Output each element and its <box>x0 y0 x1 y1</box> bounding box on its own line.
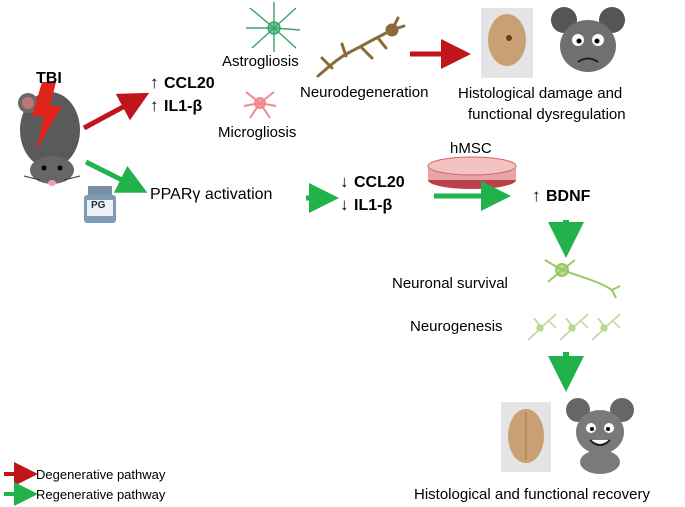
legend-regenerative-label: Regenerative pathway <box>36 487 166 502</box>
sad-mouse-icon <box>551 7 625 72</box>
neuronal-survival-label: Neuronal survival <box>392 275 508 292</box>
healthy-neuron-icon <box>544 259 621 299</box>
hmsc-label: hMSC <box>450 140 492 157</box>
neurogenesis-label: Neurogenesis <box>410 318 503 335</box>
green-arrow-tbi-to-ppar <box>84 159 148 193</box>
pg-label: PG <box>91 200 106 211</box>
histo-damage-line1: Histological damage and <box>458 85 623 102</box>
red-arrow-tbi-to-cytokines <box>82 92 150 131</box>
microgliosis-label: Microgliosis <box>218 124 297 141</box>
legend-degenerative-label: Degenerative pathway <box>36 467 166 482</box>
astrogliosis-label: Astrogliosis <box>222 53 299 70</box>
up-arrow-il1b-icon: ↑ <box>150 96 159 115</box>
hmsc-dish-icon <box>427 156 517 189</box>
damaged-brain-icon <box>481 8 533 78</box>
il1b-up-label: IL1-β <box>164 98 203 115</box>
il1b-down-label: IL1-β <box>354 197 393 214</box>
happy-mouse-icon <box>566 398 634 474</box>
up-arrow-ccl20-icon: ↑ <box>150 73 159 92</box>
astrocyte-icon <box>246 2 301 52</box>
down-arrow-ccl20-icon: ↓ <box>340 172 349 191</box>
degenerating-neuron-icon <box>316 16 406 78</box>
ccl20-down-label: CCL20 <box>354 174 405 191</box>
neurodegeneration-label: Neurodegeneration <box>300 84 429 101</box>
histo-damage-line2: functional dysregulation <box>468 106 626 123</box>
lightning-icon <box>32 82 62 150</box>
down-arrow-il1b-icon: ↓ <box>340 195 349 214</box>
tbi-label: TBI <box>36 70 62 87</box>
microglia-icon <box>243 91 277 119</box>
new-neurons-icon <box>527 313 621 341</box>
recovered-brain-icon <box>501 402 551 472</box>
ppar-activation-label: PPARγ activation <box>150 186 273 203</box>
bdnf-label: BDNF <box>546 188 591 205</box>
ccl20-up-label: CCL20 <box>164 75 215 92</box>
up-arrow-bdnf-icon: ↑ <box>532 186 541 205</box>
recovery-label: Histological and functional recovery <box>414 486 650 503</box>
pg-bottle-icon <box>84 186 116 223</box>
